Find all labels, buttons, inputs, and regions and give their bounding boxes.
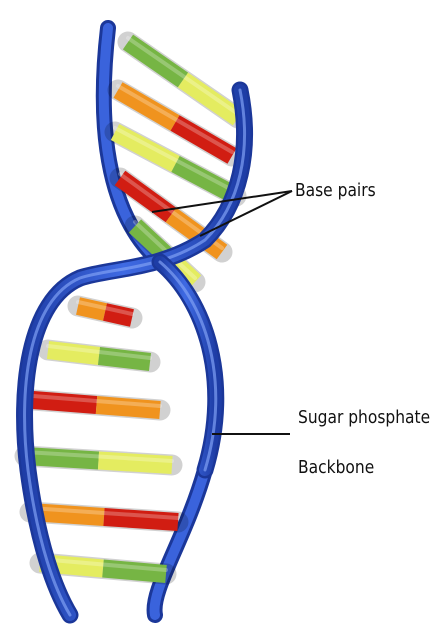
backbone-label: Backbone <box>298 458 374 478</box>
base-pair-9 <box>25 452 172 465</box>
base-pair-6 <box>78 302 132 318</box>
base-pair-7 <box>48 346 150 362</box>
base-left <box>128 42 183 80</box>
sugar-phosphate-label: Sugar phosphate <box>298 408 430 428</box>
base-pair-10 <box>30 508 178 522</box>
base-pairs-label: Base pairs <box>295 181 376 201</box>
base-pair-8 <box>33 396 160 410</box>
base-right <box>183 80 238 118</box>
